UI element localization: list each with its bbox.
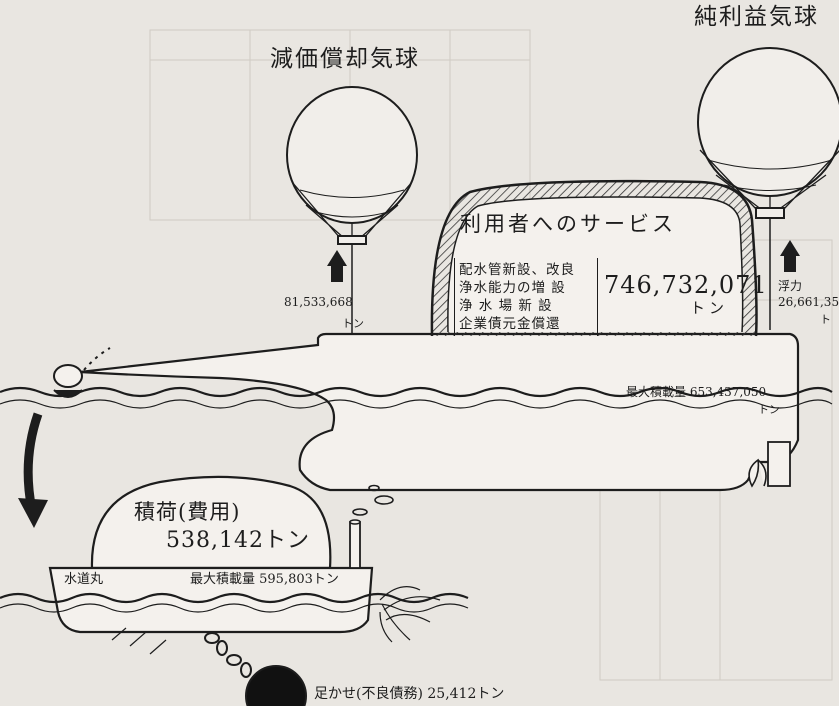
buoy	[53, 347, 111, 398]
net-profit-value: 26,661,35	[778, 295, 839, 309]
cargo-value: 538,142トン	[166, 528, 310, 553]
net-profit-balloon-title: 純利益気球	[694, 4, 819, 30]
ink-marks	[111, 627, 167, 655]
net-profit-up-arrow	[780, 240, 800, 272]
service-item-2: 浄 水 場 新 設	[459, 298, 553, 314]
net-profit-unit: ト	[820, 313, 831, 326]
ship-name: 水道丸	[64, 572, 104, 587]
service-items-box: 配水管新設、改良 浄水能力の増 設 浄 水 場 新 設 企業債元金償還	[454, 258, 598, 336]
cargo-title: 積荷(費用)	[134, 500, 241, 524]
depreciation-value: 81,533,668	[284, 295, 353, 309]
supply-max-load: 最大積載量 595,803トン	[190, 572, 339, 587]
service-item-0: 配水管新設、改良	[459, 262, 575, 278]
main-max-load-unit: トン	[758, 403, 780, 416]
service-dome-title: 利用者へのサービス	[460, 212, 676, 236]
main-ship	[79, 179, 800, 492]
water-surface-upper	[0, 386, 833, 409]
depreciation-up-arrow	[327, 250, 347, 282]
depreciation-balloon	[286, 86, 418, 338]
seaweed	[379, 586, 441, 643]
service-item-1: 浄水能力の増 設	[459, 280, 566, 296]
buoyancy-label: 浮力	[778, 279, 803, 293]
sinking-arrow	[18, 412, 48, 528]
water-surface-lower	[0, 592, 469, 613]
main-max-load: 最大積載量 653,437,050	[626, 385, 767, 399]
depreciation-unit: トン	[342, 317, 364, 330]
bubbles	[352, 484, 394, 516]
service-total-value: 746,732,071	[604, 271, 768, 299]
service-item-3: 企業債元金償還	[459, 316, 561, 332]
depreciation-balloon-title: 減価償却気球	[270, 46, 420, 72]
chain-and-ball	[204, 632, 307, 706]
service-total-unit: トン	[690, 299, 729, 317]
shackle-label: 足かせ(不良債務) 25,412トン	[314, 686, 505, 702]
